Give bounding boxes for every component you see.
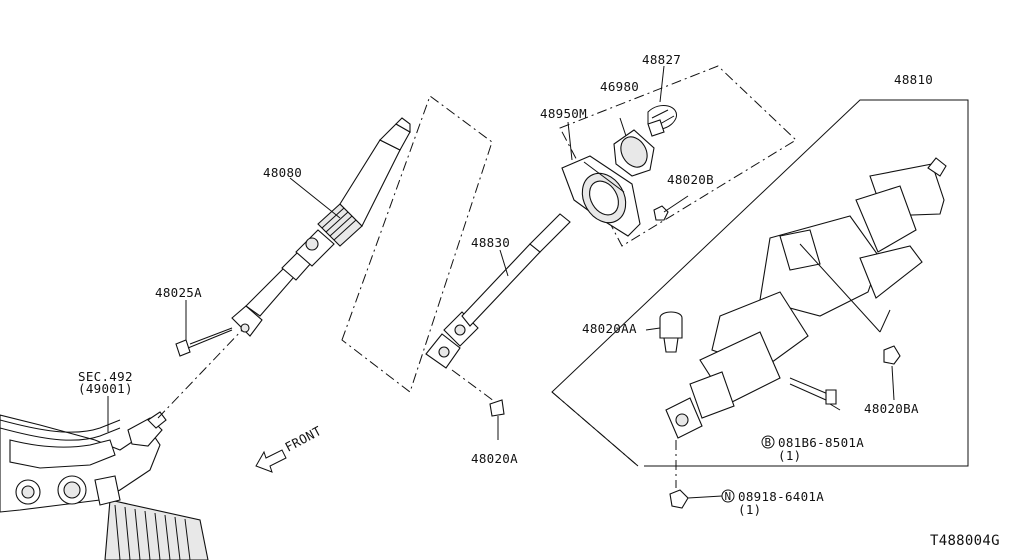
label-nut-08918-qty: (1) — [738, 502, 761, 517]
figure-code: T488004G — [930, 533, 1000, 549]
clip-48827 — [647, 104, 677, 137]
b-symbol: B — [765, 436, 772, 449]
b-symbol-icon — [761, 435, 775, 449]
label-48810: 48810 — [894, 72, 933, 87]
label-48020a: 48020A — [471, 451, 518, 466]
column-frame — [551, 99, 969, 467]
nut-08918 — [669, 489, 689, 509]
n-symbol-icon — [721, 489, 735, 503]
knob-48020aa — [659, 311, 683, 353]
label-nut-08918: 08918-6401A — [738, 489, 824, 504]
nut-48020b — [653, 205, 669, 221]
middle-shaft-48830 — [425, 213, 571, 369]
label-48827: 48827 — [642, 52, 681, 67]
label-46980: 46980 — [600, 79, 639, 94]
label-48080: 48080 — [263, 165, 302, 180]
label-48020b: 48020B — [667, 172, 714, 187]
nut-48020ba — [883, 345, 901, 365]
lower-shaft-frame — [341, 95, 493, 393]
label-48830: 48830 — [471, 235, 510, 250]
lower-shaft-48080 — [231, 117, 411, 337]
label-48950m: 48950M — [540, 106, 587, 121]
label-bolt-081b6: 081B6-8501A — [778, 435, 864, 450]
hole-cover-48950m — [561, 155, 641, 237]
label-front: FRONT — [282, 423, 324, 455]
label-48025a: 48025A — [155, 285, 202, 300]
seal-46980 — [613, 129, 655, 177]
n-symbol: N — [725, 490, 732, 503]
bolt-48020a — [489, 399, 505, 417]
label-bolt-081b6-qty: (1) — [778, 448, 801, 463]
label-sec492: SEC.492 — [78, 369, 133, 384]
column-assembly-48810 — [665, 157, 947, 439]
bolt-081b6 — [789, 377, 837, 405]
label-48020ba: 48020BA — [864, 401, 919, 416]
steering-gear-assembly — [0, 411, 209, 560]
label-48020aa: 48020AA — [582, 321, 637, 336]
bolt-48025a — [175, 327, 233, 357]
label-sec492-sub: (49001) — [78, 381, 133, 396]
front-arrow-icon — [255, 449, 287, 473]
seal-frame — [559, 65, 797, 247]
